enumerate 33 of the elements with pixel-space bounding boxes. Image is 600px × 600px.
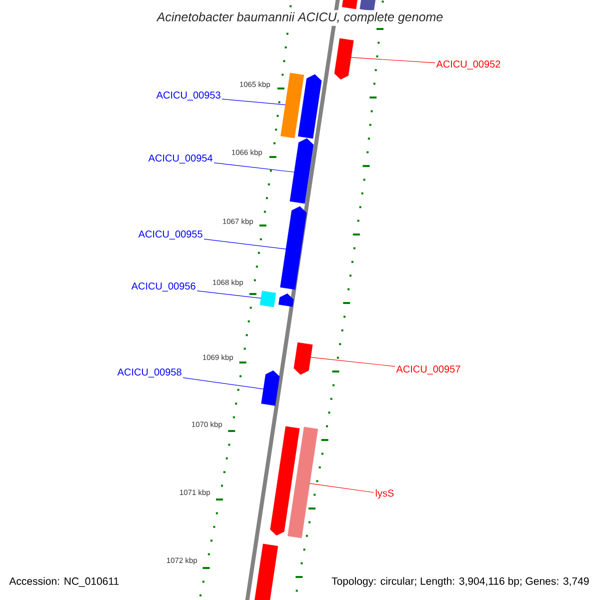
gene-block — [298, 74, 322, 139]
gene-label: ACICU_00952 — [436, 60, 500, 70]
gene-block — [290, 138, 314, 204]
footer-text: Accession: NC_010611 — [9, 577, 119, 587]
leader-line — [204, 238, 286, 250]
gene-label: lysS — [376, 489, 394, 499]
leader-line — [196, 290, 262, 298]
gene-label: ACICU_00955 — [138, 230, 202, 240]
leader-line — [222, 98, 286, 106]
gene-label: ACICU_00956 — [131, 282, 196, 292]
gene-bar — [252, 544, 278, 600]
gene-block — [334, 38, 354, 80]
leader-line — [350, 57, 436, 64]
gene-label: ACICU_00953 — [156, 92, 220, 100]
gene-bar — [342, 0, 358, 10]
gene-label: ACICU_00958 — [117, 368, 182, 378]
leader-line — [214, 162, 295, 172]
footer-text: Topology: circular; Length: 3,904,116 bp; Genes: 3,749 — [330, 576, 591, 588]
gene-bar — [288, 426, 318, 538]
leader-line — [182, 377, 264, 390]
gene-block — [270, 426, 300, 536]
gene-block — [280, 206, 307, 290]
leader-line — [309, 483, 374, 493]
gene-bar — [260, 290, 276, 308]
leader-line — [310, 357, 396, 367]
gene-bar — [280, 72, 304, 138]
gene-label: ACICU_00957 — [396, 366, 460, 374]
gene-bar — [360, 0, 376, 12]
gene-block — [278, 293, 294, 307]
gene-block — [261, 370, 280, 406]
gene-label: ACICU_00954 — [148, 154, 212, 164]
title: Acinetobacter baumannii ACICU, complete genome — [154, 10, 446, 26]
gene-block — [294, 342, 313, 375]
